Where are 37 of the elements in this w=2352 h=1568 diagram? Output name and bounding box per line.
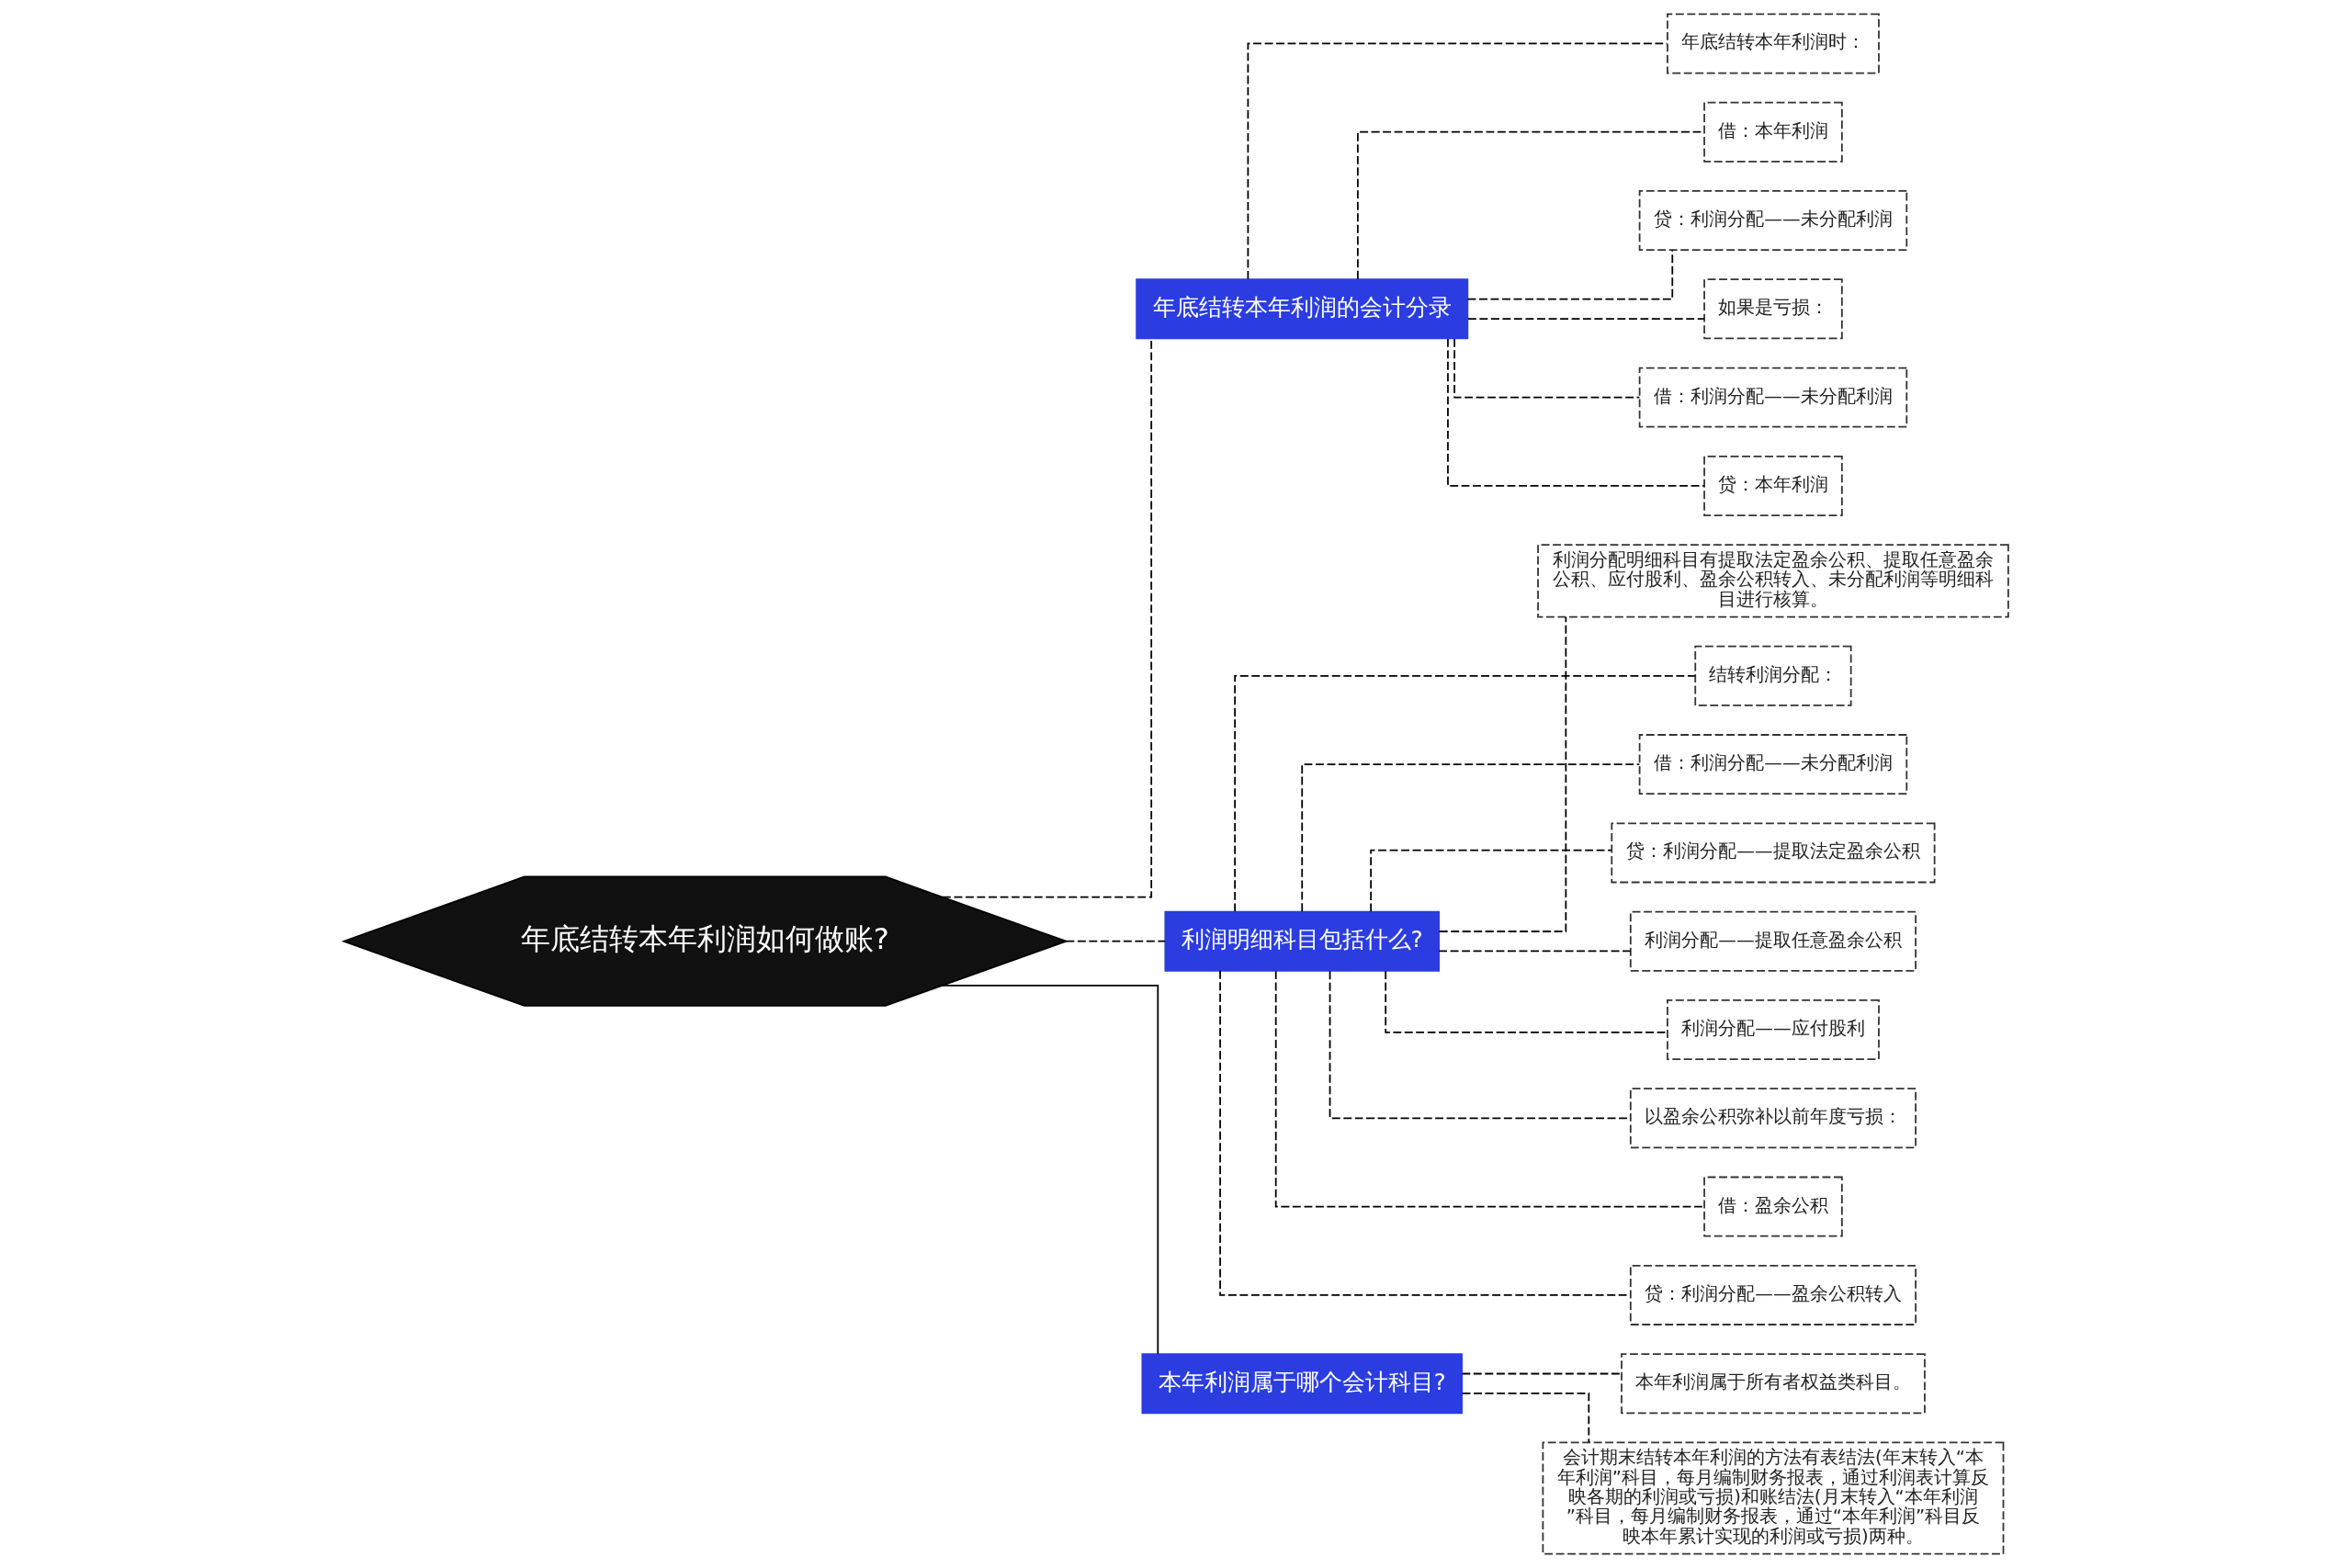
node-box: 借：利润分配——未分配利润	[1638, 734, 1908, 795]
connector	[1219, 969, 1632, 1296]
node-box: 如果是亏损：	[1703, 278, 1843, 340]
node-box: 利润分配——应付股利	[1667, 999, 1880, 1060]
node-box: 年底结转本年利润的会计分录	[1136, 278, 1469, 340]
node-box: 贷：利润分配——提取法定盈余公积	[1611, 822, 1936, 884]
connector	[1453, 338, 1641, 399]
node-box: 利润分配——提取任意盈余公积	[1629, 910, 1917, 972]
node-box: 贷：利润分配——盈余公积转入	[1629, 1264, 1917, 1325]
node-box: 结转利润分配：	[1694, 645, 1852, 706]
connector	[942, 338, 1153, 898]
node-box: 借：利润分配——未分配利润	[1638, 367, 1908, 428]
connector	[1447, 338, 1705, 487]
node-box: 以盈余公积弥补以前年度亏损：	[1629, 1088, 1917, 1149]
connector	[942, 984, 1159, 1355]
node-box: 贷：本年利润	[1703, 455, 1843, 516]
connector	[1329, 970, 1632, 1120]
connector	[1461, 1393, 1590, 1443]
connector	[1274, 970, 1705, 1208]
node-box: 年底结转本年利润时：	[1667, 13, 1880, 74]
node-box: 本年利润属于所有者权益类科目。	[1621, 1353, 1926, 1415]
node-box: 会计期末结转本年利润的方法有表结法(年末转入“本年利润”科目，每月编制财务报表，通过利润表计算反映各期的利润或亏损)和账结法(月末转入“本年利润”科目，每月编制财务报表，通过“本年利润”科目反映本年累计实现的利润或亏损)两种。	[1542, 1441, 2005, 1555]
node-box: 贷：利润分配——未分配利润	[1638, 190, 1908, 251]
connector	[1065, 940, 1167, 942]
connector	[1370, 849, 1612, 913]
node-box: 借：本年利润	[1703, 101, 1843, 163]
node-box: 借：盈余公积	[1703, 1176, 1843, 1237]
node-box: 利润分配明细科目有提取法定盈余公积、提取任意盈余公积、应付股利、盈余公积转入、未分配利润等明细科目进行核算。	[1537, 544, 2009, 618]
node-box: 利润明细科目包括什么?	[1164, 910, 1441, 972]
connector	[1467, 318, 1705, 320]
connector	[1466, 249, 1674, 300]
connector	[1438, 950, 1632, 953]
connector	[1234, 674, 1696, 912]
connector	[1461, 1372, 1623, 1375]
node-box: 本年利润属于哪个会计科目?	[1141, 1353, 1463, 1415]
connector	[1301, 763, 1641, 912]
connector	[1438, 615, 1567, 932]
